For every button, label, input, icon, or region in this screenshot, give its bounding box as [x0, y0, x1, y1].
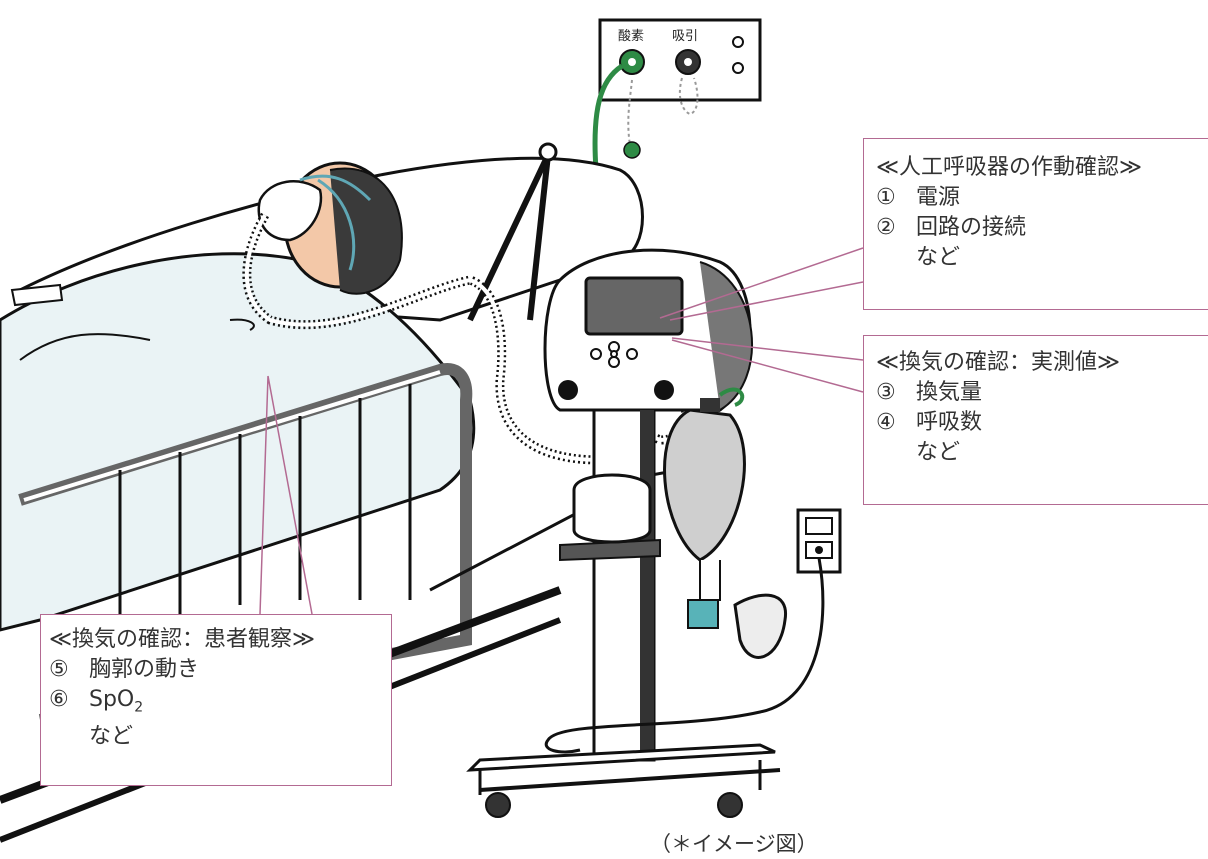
- oxygen-label: 酸素: [618, 29, 644, 44]
- humidifier-chamber: [574, 475, 650, 542]
- ventilator-screen: [586, 278, 682, 334]
- bag-valve-mask: [665, 390, 786, 658]
- callout-title: ≪人工呼吸器の作動確認≫: [876, 153, 1208, 183]
- etc-label: など: [876, 438, 1208, 468]
- callout-title: ≪換気の確認：実測値≫: [876, 348, 1208, 378]
- expiratory-port-icon: [654, 380, 674, 400]
- suction-label: 吸引: [672, 29, 698, 44]
- callout-title: ≪換気の確認：患者観察≫: [49, 625, 391, 655]
- wall-gas-panel: 酸素 吸引: [600, 20, 760, 100]
- etc-label: など: [49, 722, 391, 752]
- inspiratory-port-icon: [558, 380, 578, 400]
- etc-label: など: [876, 243, 1208, 273]
- ventilator: [470, 250, 780, 817]
- image-caption: （＊イメージ図）: [650, 828, 818, 858]
